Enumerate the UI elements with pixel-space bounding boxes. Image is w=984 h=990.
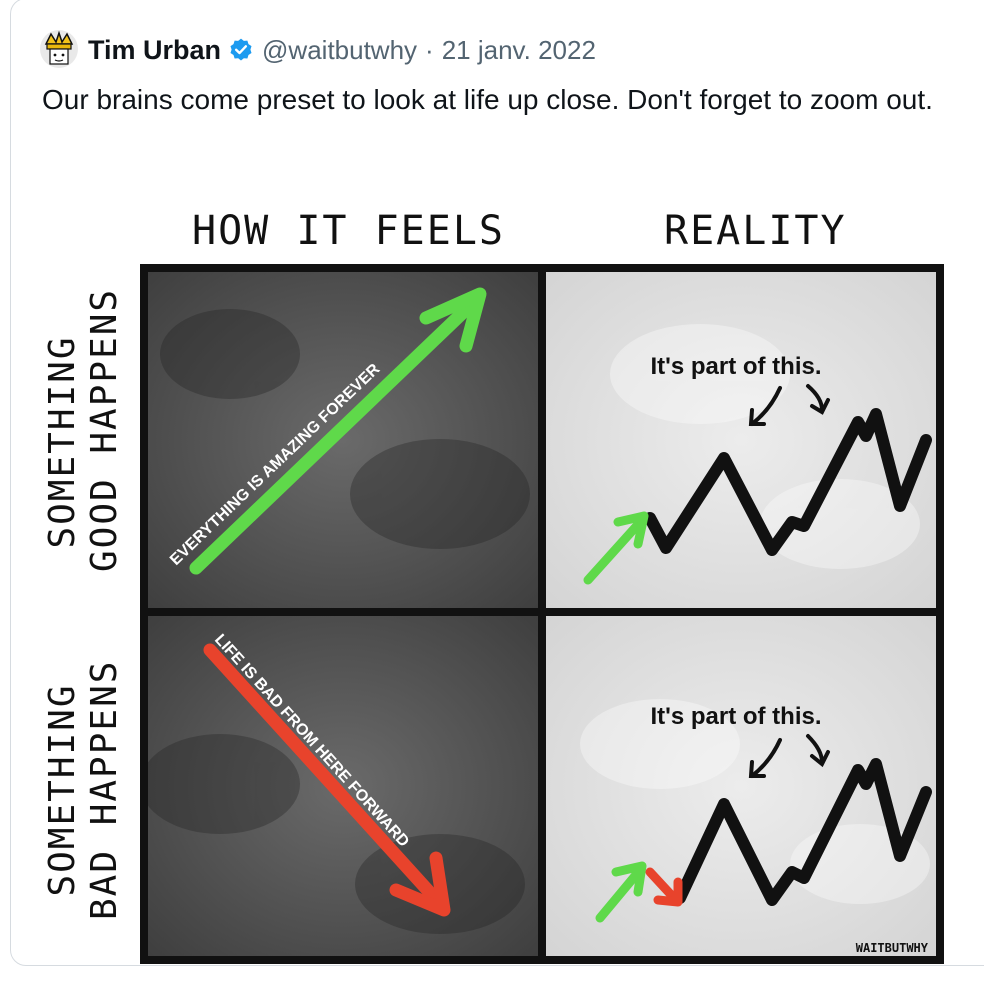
panel-bad-feel <box>144 612 542 960</box>
row-header-bad-line1: SOMETHING <box>42 683 83 897</box>
green-arrow-up <box>189 287 487 575</box>
signature: WAITBUTWHY <box>856 941 929 955</box>
tweet-date[interactable]: 21 janv. 2022 <box>441 34 596 65</box>
tweet-card[interactable] <box>10 0 984 966</box>
author-name[interactable]: Tim Urban <box>88 34 222 65</box>
verified-badge-icon <box>230 38 252 61</box>
author-handle[interactable]: @waitbutwhy <box>262 34 418 65</box>
red-arrow-down <box>203 643 451 917</box>
row-header-good: SOMETHING GOOD HAPPENS <box>42 287 126 572</box>
row-header-bad: SOMETHING BAD HAPPENS <box>42 660 126 920</box>
caption-pointer-arrows-bottom <box>748 734 830 778</box>
green-arrow-small-bottom <box>595 861 647 923</box>
row-header-bad-line2: BAD HAPPENS <box>84 659 125 920</box>
row-header-good-line1: SOMETHING <box>42 335 83 549</box>
reality-line-bottom <box>674 758 932 906</box>
avatar[interactable] <box>40 30 78 68</box>
reality-caption-bottom: It's part of this. <box>650 703 821 730</box>
col-header-how-it-feels: HOW IT FEELS <box>192 208 505 254</box>
tweet-header: Tim Urban @waitbutwhy · 21 janv. 2022 <box>88 28 596 72</box>
reality-caption-top: It's part of this. <box>650 353 821 380</box>
row-header-good-line2: GOOD HAPPENS <box>84 287 125 572</box>
separator: · <box>425 34 434 65</box>
red-arrow-small-bottom <box>645 867 683 907</box>
col-header-reality: REALITY <box>664 208 847 254</box>
tweet-text: Our brains come preset to look at life u… <box>42 84 933 115</box>
caption-pointer-arrows-top <box>748 384 830 426</box>
reality-line-top <box>644 408 932 556</box>
green-arrow-small-top <box>583 511 649 585</box>
comic-image[interactable]: EVERYTHING IS AMAZING FOREVER It's part … <box>140 264 944 964</box>
